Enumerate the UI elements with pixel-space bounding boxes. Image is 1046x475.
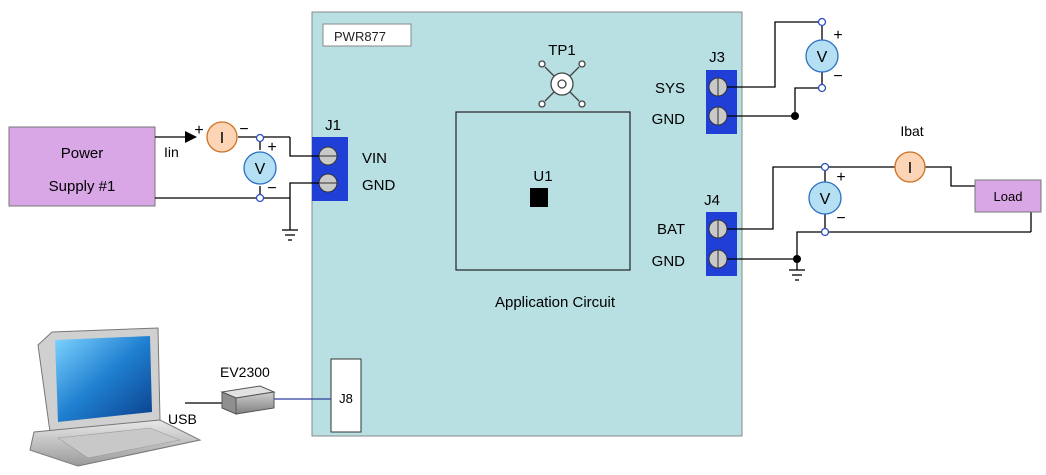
j3-label: J3 [709,49,725,66]
j8-connector [330,358,362,433]
j3-sys-label: SYS [655,80,685,97]
power-supply-box [8,126,156,207]
ammeter-iin-minus: − [239,121,248,138]
ammeter-iin-symbol: I [220,130,224,147]
laptop-image [29,327,202,467]
j4-gnd-label: GND [652,253,686,270]
j1-label: J1 [325,117,341,134]
ibat-label: Ibat [900,123,923,139]
ammeter-iin [206,121,238,153]
sys-junction-dot [791,112,799,120]
j4-label: J4 [704,192,720,209]
voltmeter-sys-minus: − [833,68,842,85]
iin-label: Iin [164,144,179,160]
tp1-testpoint [538,60,586,108]
voltmeter-input-minus: − [267,180,276,197]
application-circuit-area [455,111,631,271]
j3-gnd-label: GND [652,111,686,128]
voltmeter-bat [808,181,842,215]
input-wiring [155,136,319,230]
voltmeter-input-plus: + [267,139,276,156]
voltmeter-sys-plus: + [833,27,842,44]
sys-wiring [727,21,823,117]
power-supply-line1: Power [61,145,104,162]
iin-arrow [185,131,197,143]
ammeter-ibat-symbol: I [908,160,912,177]
voltmeter-input-symbol: V [255,161,266,178]
j4-bat-label: BAT [657,221,685,238]
voltmeter-bat-symbol: V [820,191,831,208]
usb-label: USB [168,411,197,427]
ev2300-label: EV2300 [220,364,270,380]
load-box [974,179,1042,213]
board-name-box [322,23,412,47]
j1-vin-label: VIN [362,150,387,167]
usb-cable [185,398,331,404]
application-circuit-label: Application Circuit [495,294,616,311]
voltmeter-bat-terminals [820,162,830,237]
ev2300-box [220,385,276,415]
voltmeter-bat-minus: − [836,210,845,227]
voltmeter-input-terminals [255,133,265,203]
voltmeter-input [243,151,277,185]
tp1-label: TP1 [548,42,576,59]
ammeter-ibat [894,151,926,183]
bat-wiring [727,166,1032,270]
power-supply-line2: Supply #1 [49,178,116,195]
load-label: Load [994,189,1023,204]
u1-label: U1 [533,168,552,185]
voltmeter-sys [805,39,839,73]
board-name: PWR877 [334,29,386,44]
voltmeter-bat-plus: + [836,169,845,186]
voltmeter-sys-terminals [817,17,827,93]
evm-board [311,11,743,437]
j1-screw-terminal [318,146,338,193]
ammeter-iin-plus: + [194,122,203,139]
u1-chip [530,188,548,207]
ground-symbol-input [282,229,298,241]
bat-junction-dot [793,255,801,263]
j8-label: J8 [339,391,353,406]
j4-screw-terminal [708,219,728,269]
ground-symbol-output [789,269,805,281]
voltmeter-sys-symbol: V [817,49,828,66]
j1-gnd-label: GND [362,177,396,194]
